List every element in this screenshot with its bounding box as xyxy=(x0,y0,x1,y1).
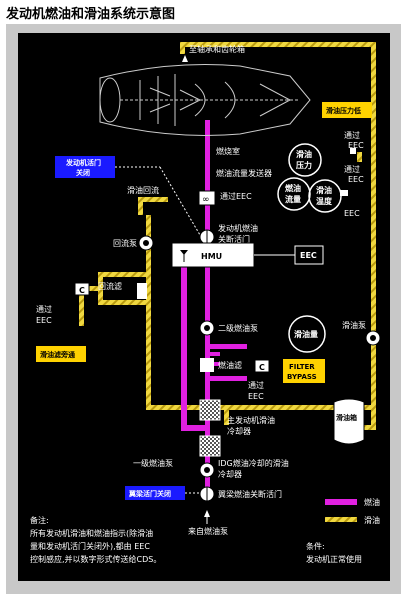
svg-text:EEC: EEC xyxy=(348,141,364,150)
note-line-2: 量和发动机活门关闭外),都由 EEC xyxy=(30,541,150,551)
svg-text:FILTER: FILTER xyxy=(289,363,315,371)
label-oil-pump: 滑油泵 xyxy=(342,320,366,330)
flowmeter-box xyxy=(198,190,216,206)
svg-text:流量: 流量 xyxy=(285,194,301,204)
condition-heading: 条件: xyxy=(306,541,325,551)
svg-text:EEC: EEC xyxy=(248,392,264,401)
label-spar-valve: 翼梁燃油关断活门 xyxy=(218,489,282,499)
oil-filter-bypass-indicator xyxy=(36,346,86,362)
svg-text:滑油: 滑油 xyxy=(316,185,332,195)
svg-text:滑油压力低: 滑油压力低 xyxy=(326,106,361,115)
legend: 燃油 滑油 xyxy=(325,497,380,525)
svg-text:滑油箱: 滑油箱 xyxy=(336,413,357,422)
gauge-fuel-flow: 燃油 流量 xyxy=(277,177,311,211)
main-oil-cooler xyxy=(199,399,221,421)
svg-text:滑油: 滑油 xyxy=(364,515,380,525)
svg-text:滑油: 滑油 xyxy=(296,149,312,159)
svg-text:滑油滤旁通: 滑油滤旁通 xyxy=(40,350,76,359)
label-shutoff-valve: 发动机燃油 xyxy=(218,223,258,233)
label-via-eec-right1: 通过 xyxy=(344,130,360,140)
sensor-icon xyxy=(340,190,348,196)
eec-box xyxy=(294,245,324,265)
svg-text:BYPASS: BYPASS xyxy=(287,373,317,381)
svg-text:冷却器: 冷却器 xyxy=(218,469,242,479)
label-stage2-pump: 二级燃油泵 xyxy=(218,323,258,333)
note-line-1: 所有发动机滑油和燃油指示(除滑油 xyxy=(30,528,153,538)
label-via-eec-left: 通过 xyxy=(36,304,52,314)
engine-drawing xyxy=(99,64,311,136)
label-main-cooler: 主发动机滑油 xyxy=(227,415,275,425)
label-fuel-filter: 燃油滤 xyxy=(218,360,242,370)
svg-text:滑油量: 滑油量 xyxy=(294,329,318,339)
svg-text:燃油: 燃油 xyxy=(364,497,380,507)
svg-text:EEC: EEC xyxy=(348,175,364,184)
svg-text:EEC: EEC xyxy=(300,251,317,260)
svg-text:翼梁活门关闭: 翼梁活门关闭 xyxy=(128,489,171,498)
gauge-oil-qty: 滑油量 xyxy=(288,315,326,353)
spar-valve-closed-indicator xyxy=(125,486,185,500)
oil-tank xyxy=(333,398,365,445)
oil-press-low-indicator xyxy=(322,102,372,118)
label-via-eec-mid: 通过 xyxy=(248,380,264,390)
label-via-eec-1: 通过EEC xyxy=(220,191,252,201)
engine-valve-closed-indicator xyxy=(55,156,115,178)
legend-oil-swatch xyxy=(325,517,357,522)
note-line-3: 控制感应,并以数字形式传送给CDS。 xyxy=(30,554,161,564)
svg-text:EEC: EEC xyxy=(36,316,52,325)
fuel-filter-icon xyxy=(200,358,214,372)
page-title: 发动机燃油和滑油系统示意图 xyxy=(6,7,176,22)
label-idg-cooler: IDG燃油冷却的滑油 xyxy=(218,458,289,468)
label-flowmeter: 燃油流量发送器 xyxy=(216,168,272,178)
svg-text:C: C xyxy=(79,286,85,295)
hmu-box xyxy=(171,242,255,268)
svg-text:压力: 压力 xyxy=(296,160,312,170)
condition-text: 发动机正常使用 xyxy=(306,554,362,564)
label-bearings: 至轴承和齿轮箱 xyxy=(189,44,245,54)
flowmeter-symbol-icon: ∞ xyxy=(202,195,210,205)
gauge-oil-temp: 滑油 温度 xyxy=(308,179,342,213)
label-eec-right3: EEC xyxy=(344,209,360,218)
c-valve-mid xyxy=(254,359,270,373)
svg-text:冷却器: 冷却器 xyxy=(227,426,251,436)
svg-text:发动机活门: 发动机活门 xyxy=(65,158,101,167)
label-combustor: 燃烧室 xyxy=(216,146,240,156)
label-via-eec-right2: 通过 xyxy=(344,164,360,174)
label-stage1-pump: 一级燃油泵 xyxy=(133,458,173,468)
legend-fuel-swatch xyxy=(325,499,357,505)
svg-text:关闭: 关闭 xyxy=(76,168,90,177)
label-oil-return: 滑油回流 xyxy=(127,185,159,195)
label-return-filter: 回流滤 xyxy=(98,281,122,291)
filter-bypass-indicator xyxy=(283,359,325,383)
filter-element-icon xyxy=(137,283,147,299)
c-valve-left xyxy=(74,282,90,296)
note-heading: 备注: xyxy=(30,515,49,525)
svg-text:燃油: 燃油 xyxy=(285,183,301,193)
label-return-pump: 回流泵 xyxy=(113,238,137,248)
sensor-icon xyxy=(350,148,356,154)
arrow-down-icon xyxy=(182,55,188,62)
arrow-up-icon xyxy=(204,510,210,517)
label-from-pump: 来自燃油泵 xyxy=(188,526,228,536)
gauge-oil-press: 滑油 压力 xyxy=(288,143,322,177)
svg-text:温度: 温度 xyxy=(316,196,333,206)
svg-text:C: C xyxy=(259,363,265,372)
svg-text:关断活门: 关断活门 xyxy=(218,234,250,244)
svg-text:HMU: HMU xyxy=(201,252,222,261)
idg-oil-cooler xyxy=(199,435,221,457)
